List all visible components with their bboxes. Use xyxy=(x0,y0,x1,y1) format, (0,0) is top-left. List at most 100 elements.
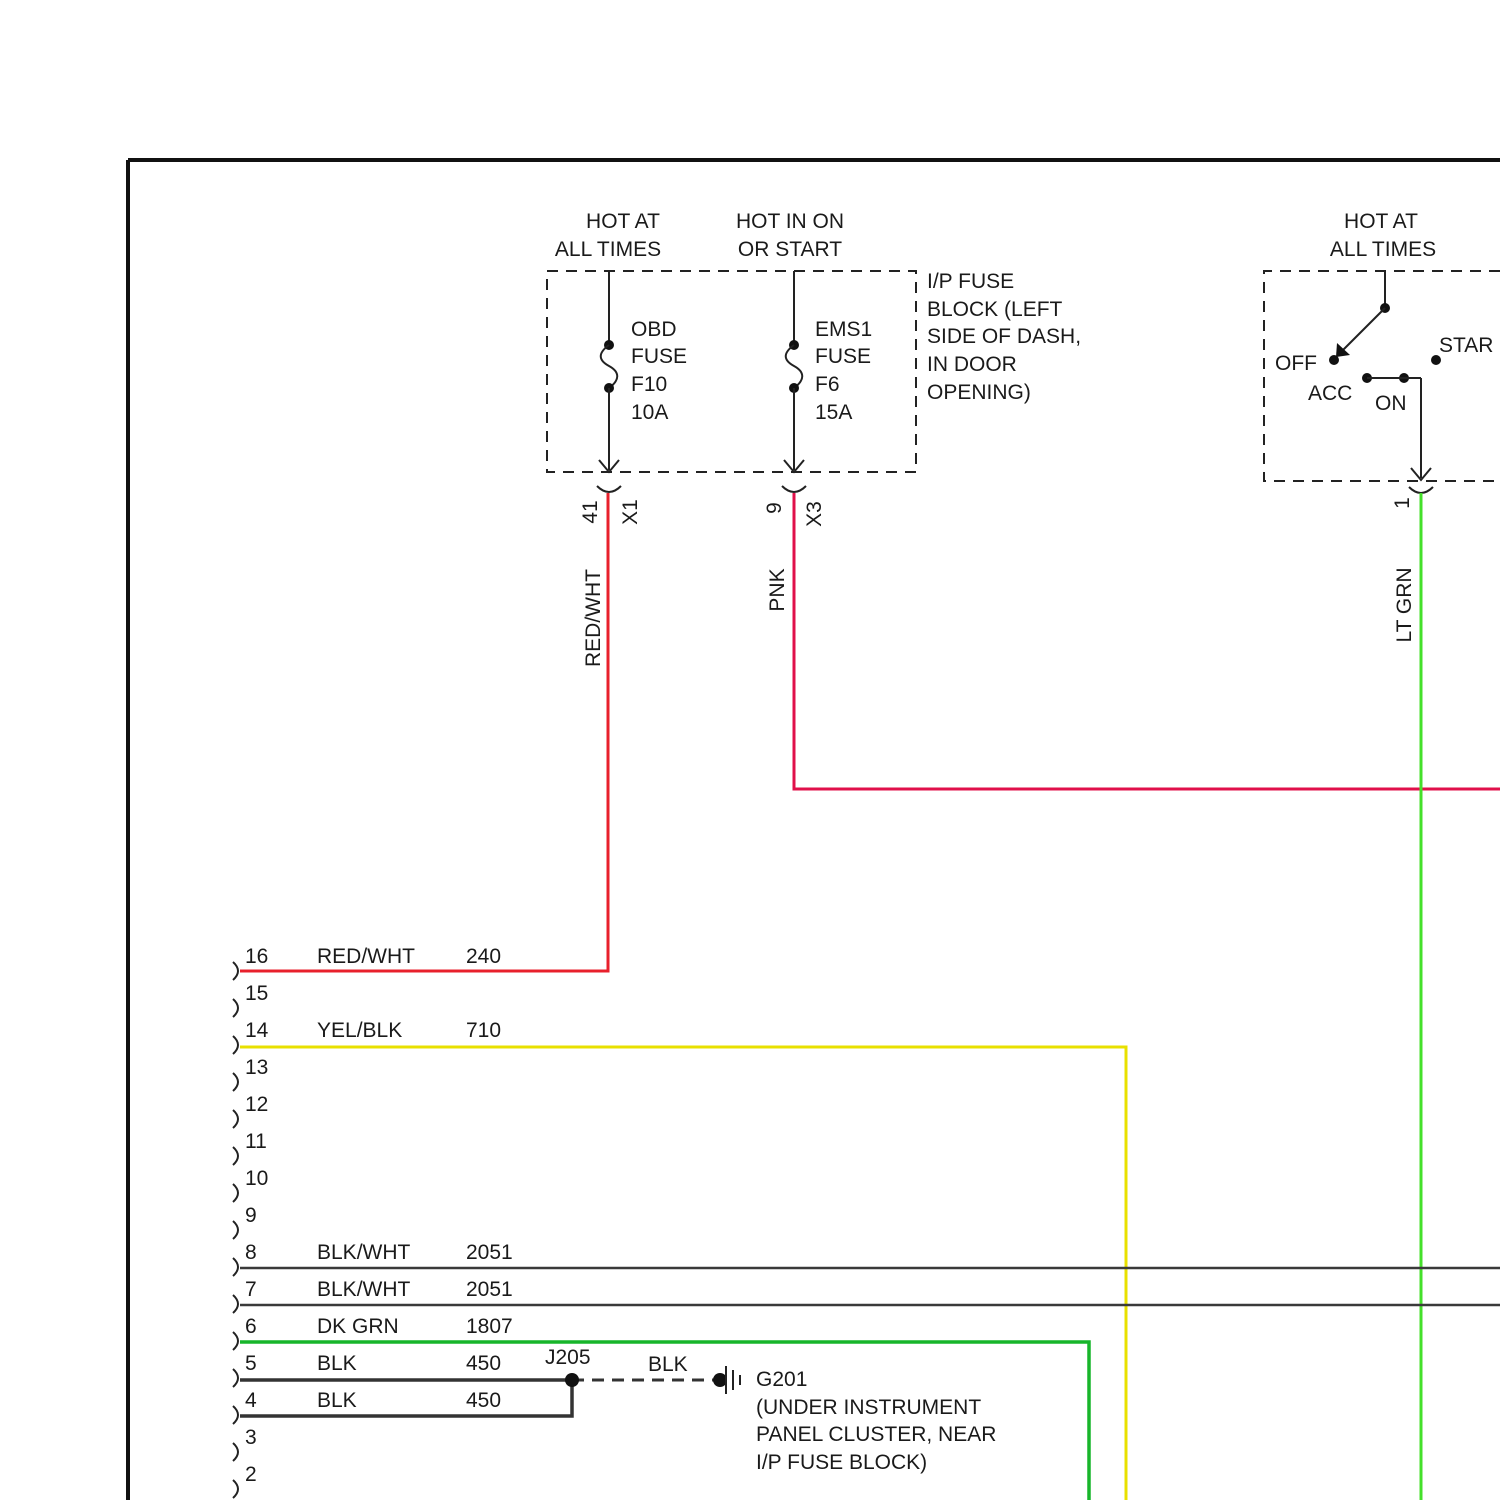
pin-number: 12 xyxy=(245,1093,268,1116)
ems1-fuse-power-line-2: OR START xyxy=(738,238,842,261)
pin-circuit-number: 710 xyxy=(466,1019,501,1042)
pin-number: 4 xyxy=(245,1389,257,1412)
connector-pin-3: 3 xyxy=(233,1426,257,1461)
fuse-block: I/P FUSE BLOCK (LEFT SIDE OF DASH, IN DO… xyxy=(547,210,1081,667)
connector-pin-8: 8 BLK/WHT 2051 xyxy=(233,1241,513,1276)
connector-pin-14: 14YEL/BLK710 xyxy=(233,1019,501,1054)
pin-terminal-icon xyxy=(233,1147,238,1165)
pin-terminal-icon xyxy=(233,1258,238,1276)
pin-terminal-icon xyxy=(233,1036,238,1054)
fuse-block-dashed-outline xyxy=(547,271,916,472)
pin-number: 6 xyxy=(245,1315,257,1338)
ignition-position-on: ON xyxy=(1375,392,1407,415)
pin-number: 10 xyxy=(245,1167,268,1190)
connector-pin-12: 12 xyxy=(233,1093,268,1128)
ground-terminal-dot xyxy=(713,1373,727,1387)
pin-number: 14 xyxy=(245,1019,269,1042)
fuse-block-label-line-2: BLOCK (LEFT xyxy=(927,298,1063,321)
pin-circuit-number: 2051 xyxy=(466,1241,513,1264)
pin-terminal-icon xyxy=(233,1110,238,1128)
connector-pin-6: 6 DK GRN 1807 xyxy=(233,1315,513,1350)
ems1-fuse-pin-label: 9 xyxy=(763,502,786,514)
ignition-power-line-2: ALL TIMES xyxy=(1330,238,1436,261)
obd-fuse-power-line-1: HOT AT xyxy=(586,210,660,233)
pin-terminal-icon xyxy=(233,1369,238,1387)
obd-fuse-power-line-2: ALL TIMES xyxy=(555,238,661,261)
pin-wire-color: RED/WHT xyxy=(317,945,415,968)
pin-circuit-number: 1807 xyxy=(466,1315,513,1338)
wires xyxy=(240,493,1500,1500)
ignition-position-off: OFF xyxy=(1275,352,1317,375)
fuse-block-label-line-3: SIDE OF DASH, xyxy=(927,325,1081,348)
obd-fuse-name-line-4: 10A xyxy=(631,401,668,424)
ignition-switch-arm xyxy=(1340,308,1385,353)
ignition-position-acc: ACC xyxy=(1308,382,1352,405)
pin-wire-color: BLK/WHT xyxy=(317,1278,411,1301)
pin-number: 16 xyxy=(245,945,268,968)
fuse-block-label-line-4: IN DOOR xyxy=(927,353,1017,376)
obd-fuse: HOT AT ALL TIMES OBD FUSE F10 10A 41 X1 … xyxy=(555,210,687,667)
ground-g201: G201 (UNDER INSTRUMENT PANEL CLUSTER, NE… xyxy=(713,1366,996,1474)
pin-terminal-icon xyxy=(233,1332,238,1350)
ignition-position-start: STAR xyxy=(1439,334,1493,357)
ignition-switch: HOT AT ALL TIMES OFF ACC ON STAR 1 LT GR… xyxy=(1264,210,1500,643)
splice-wire-color: BLK xyxy=(648,1353,688,1376)
pin-circuit-number: 2051 xyxy=(466,1278,513,1301)
pin-number: 8 xyxy=(245,1241,257,1264)
pin-wire-color: BLK xyxy=(317,1352,357,1375)
connector-pin-10: 10 xyxy=(233,1167,268,1202)
pin-circuit-number: 450 xyxy=(466,1389,501,1412)
ground-location-line-1: (UNDER INSTRUMENT xyxy=(756,1396,981,1419)
ems1-fuse-power-line-1: HOT IN ON xyxy=(736,210,844,233)
connector-pin-9: 9 xyxy=(233,1204,257,1239)
connector-pin-7: 7 BLK/WHT 2051 xyxy=(233,1278,513,1313)
pin-terminal-icon xyxy=(233,1184,238,1202)
connector-pin-11: 11 xyxy=(233,1130,267,1165)
pin-terminal-icon xyxy=(233,962,238,980)
obd-fuse-wire-color-label: RED/WHT xyxy=(582,569,605,667)
ignition-pin-label: 1 xyxy=(1391,497,1414,509)
obd-fuse-connector-icon xyxy=(597,486,621,492)
connector-pin-13: 13 xyxy=(233,1056,268,1091)
pin-wire-color: DK GRN xyxy=(317,1315,399,1338)
ignition-switch-dashed-outline xyxy=(1264,271,1500,481)
pin-number: 7 xyxy=(245,1278,257,1301)
obd-fuse-pin-label: 41 xyxy=(579,500,602,523)
ems1-fuse-name-line-1: EMS1 xyxy=(815,318,872,341)
pin-terminal-icon xyxy=(233,1221,238,1239)
obd-fuse-name-line-1: OBD xyxy=(631,318,677,341)
pin-terminal-icon xyxy=(233,1295,238,1313)
fuse-block-label-line-5: OPENING) xyxy=(927,381,1031,404)
ems1-fuse-element-icon xyxy=(786,345,803,388)
pin-circuit-number: 240 xyxy=(466,945,501,968)
pin-wire-color: BLK/WHT xyxy=(317,1241,411,1264)
pin-terminal-icon xyxy=(233,1443,238,1461)
ground-location-line-2: PANEL CLUSTER, NEAR xyxy=(756,1423,996,1446)
ground-name: G201 xyxy=(756,1368,807,1391)
pin-number: 11 xyxy=(245,1130,267,1153)
ems1-fuse-wire-color-label: PNK xyxy=(766,568,789,611)
pin-terminal-icon xyxy=(233,1406,238,1424)
ground-symbol-icon xyxy=(726,1366,740,1394)
obd-fuse-name-line-3: F10 xyxy=(631,373,667,396)
ems1-fuse-connector-label: X3 xyxy=(803,501,826,527)
pin-number: 2 xyxy=(245,1463,257,1486)
connector-pin-2: 2 xyxy=(233,1463,257,1498)
ignition-connector-icon xyxy=(1409,487,1433,493)
splice-dot xyxy=(565,1373,579,1387)
pin-circuit-number: 450 xyxy=(466,1352,501,1375)
ems1-fuse-name-line-4: 15A xyxy=(815,401,852,424)
ems1-fuse-name-line-3: F6 xyxy=(815,373,840,396)
wire-red-wht-240 xyxy=(240,493,608,971)
pin-terminal-icon xyxy=(233,1073,238,1091)
fuse-block-label-line-1: I/P FUSE xyxy=(927,270,1014,293)
ignition-off-dot xyxy=(1329,355,1339,365)
ems1-fuse-connector-icon xyxy=(782,486,806,492)
obd-fuse-connector-label: X1 xyxy=(619,499,642,525)
pin-terminal-icon xyxy=(233,999,238,1017)
obd-fuse-name-line-2: FUSE xyxy=(631,345,687,368)
obd-fuse-element-icon xyxy=(601,345,618,388)
pin-terminal-icon xyxy=(233,1480,238,1498)
